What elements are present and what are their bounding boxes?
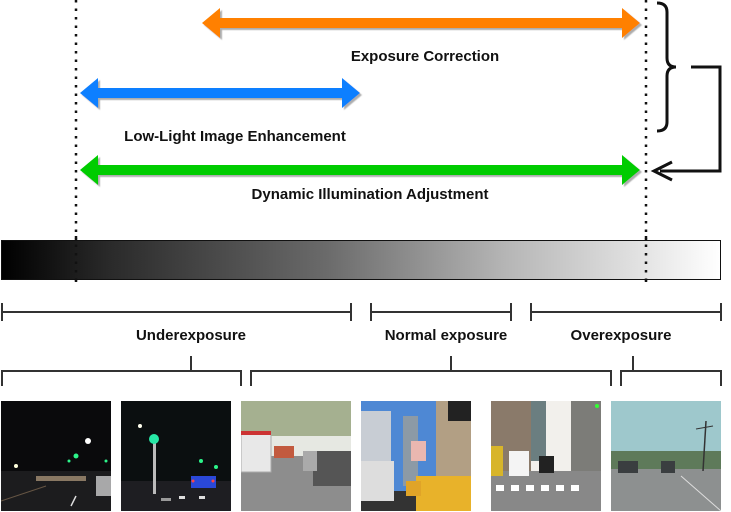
low-light-enhancement-arrow — [80, 78, 360, 108]
overexposure-bracket — [620, 356, 722, 386]
image-city-crosswalk-buildings — [491, 401, 601, 511]
brightness-gradient-bar — [1, 240, 721, 280]
image-cloudy-street-parked-cars — [241, 401, 351, 511]
exposure-correction-label: Exposure Correction — [350, 48, 500, 65]
overexposure-label: Overexposure — [570, 327, 672, 344]
normal-exposure-bracket — [250, 356, 612, 386]
image-night-street-dark — [1, 401, 111, 511]
dynamic-illumination-arrow — [80, 155, 640, 185]
connector-arrowhead-icon — [650, 160, 673, 182]
underexposure-range — [1, 303, 352, 321]
underexposure-label: Underexposure — [135, 327, 247, 344]
curly-brace — [656, 1, 677, 133]
dynamic-illumination-label: Dynamic Illumination Adjustment — [251, 186, 489, 203]
normal-exposure-range — [370, 303, 512, 321]
image-city-taxis-blue-sky — [361, 401, 471, 511]
brace-connector-line — [660, 65, 722, 173]
image-night-street-green-light — [121, 401, 231, 511]
underexposure-bracket — [1, 356, 242, 386]
overexposure-range — [530, 303, 722, 321]
normal-exposure-label: Normal exposure — [384, 327, 508, 344]
low-light-enhancement-label: Low-Light Image Enhancement — [124, 128, 346, 145]
exposure-correction-arrow — [202, 8, 640, 38]
image-bright-highway-washed-out — [611, 401, 721, 511]
